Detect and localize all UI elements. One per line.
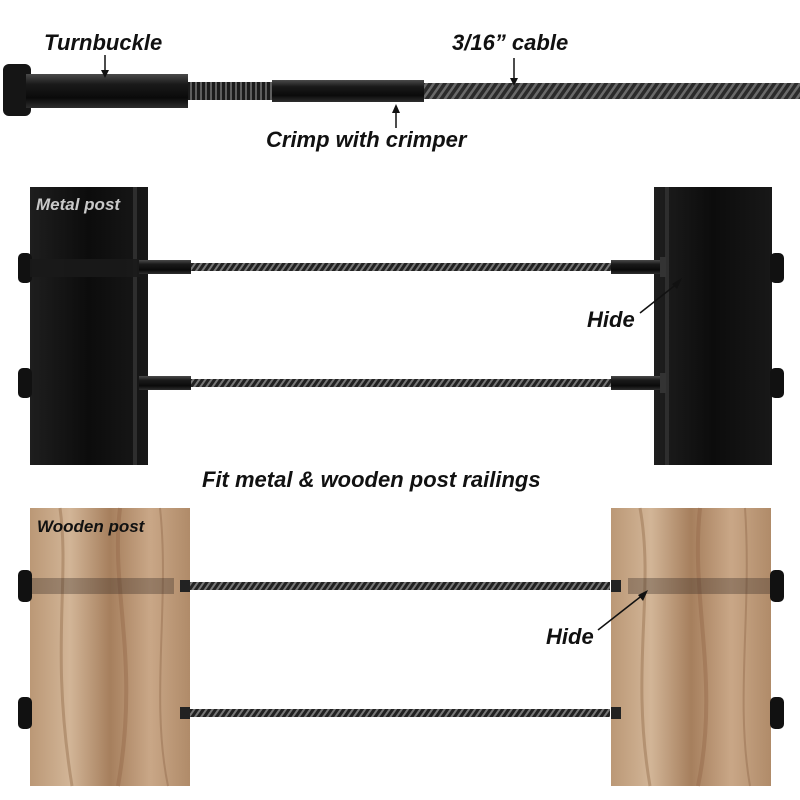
threaded-stud: [188, 82, 274, 100]
metal-post-label: Metal post: [36, 195, 121, 214]
wooden-post-left: [30, 508, 190, 786]
metal-post-right: [654, 187, 772, 465]
wood-cable-rail-2: [190, 709, 610, 717]
cable-rail-2: [191, 379, 611, 387]
crimp-sleeve-left-2: [139, 376, 191, 390]
metal-post-left: [30, 187, 148, 465]
cable-pointer-head: [510, 78, 518, 86]
wood-washer-left-1: [180, 580, 190, 592]
hide-pointer-metal: [639, 282, 679, 314]
hide-label-metal: Hide: [587, 307, 635, 332]
metal-post-left-edge: [133, 187, 137, 465]
hide-label-wood: Hide: [546, 624, 594, 649]
wood-washer-left-2: [180, 707, 190, 719]
wood-grain-right-2: [695, 507, 709, 787]
wood-end-cap-left-2: [18, 697, 32, 729]
crimp-pointer-head: [392, 104, 400, 113]
hide-pointer-metal-head: [672, 278, 682, 289]
wood-end-cap-left-1: [18, 570, 32, 602]
end-cap-right-1: [770, 253, 784, 283]
wood-washer-right-2: [611, 707, 621, 719]
crimp-label: Crimp with crimper: [266, 127, 467, 152]
wood-hidden-fitting-left-1: [32, 578, 174, 594]
wood-grain-left-3: [159, 507, 169, 787]
wood-grain-right-1: [638, 507, 652, 787]
end-cap-left-2: [18, 368, 32, 398]
turnbuckle-barrel: [26, 74, 188, 108]
metal-post-right-edge: [665, 187, 669, 465]
wood-end-cap-right-2: [770, 697, 784, 729]
wooden-post-label: Wooden post: [37, 517, 145, 536]
metal-post-section: [18, 187, 784, 465]
hide-pointer-wood-head: [638, 590, 648, 601]
hide-pointer-wood: [597, 593, 645, 631]
hidden-fitting-left-1: [30, 259, 140, 277]
cable-rail-1: [191, 263, 611, 271]
wood-grain-right-3: [742, 507, 751, 787]
turnbuckle-head: [3, 64, 31, 116]
wood-end-cap-right-1: [770, 570, 784, 602]
end-cap-right-2: [770, 368, 784, 398]
wood-grain-left-1: [58, 507, 74, 787]
washer-right-2: [660, 373, 666, 393]
turnbuckle-label: Turnbuckle: [44, 30, 163, 55]
fit-caption: Fit metal & wooden post railings: [202, 467, 541, 492]
cable-top: [424, 83, 800, 99]
wooden-post-section: [18, 507, 784, 787]
wood-hidden-fitting-right-1: [628, 578, 770, 594]
turnbuckle-assembly: [3, 55, 800, 128]
wood-cable-rail-1: [190, 582, 610, 590]
washer-right-1: [660, 257, 666, 277]
turnbuckle-pointer-head: [101, 70, 109, 78]
crimp-sleeve-right-2: [611, 376, 661, 390]
crimp-sleeve: [272, 80, 424, 102]
crimp-sleeve-left-1: [139, 260, 191, 274]
cable-label: 3/16” cable: [452, 30, 569, 55]
wooden-post-right: [611, 508, 771, 786]
end-cap-left-1: [18, 253, 32, 283]
wood-grain-left-2: [115, 507, 129, 787]
crimp-sleeve-right-1: [611, 260, 661, 274]
wood-washer-right-1: [611, 580, 621, 592]
